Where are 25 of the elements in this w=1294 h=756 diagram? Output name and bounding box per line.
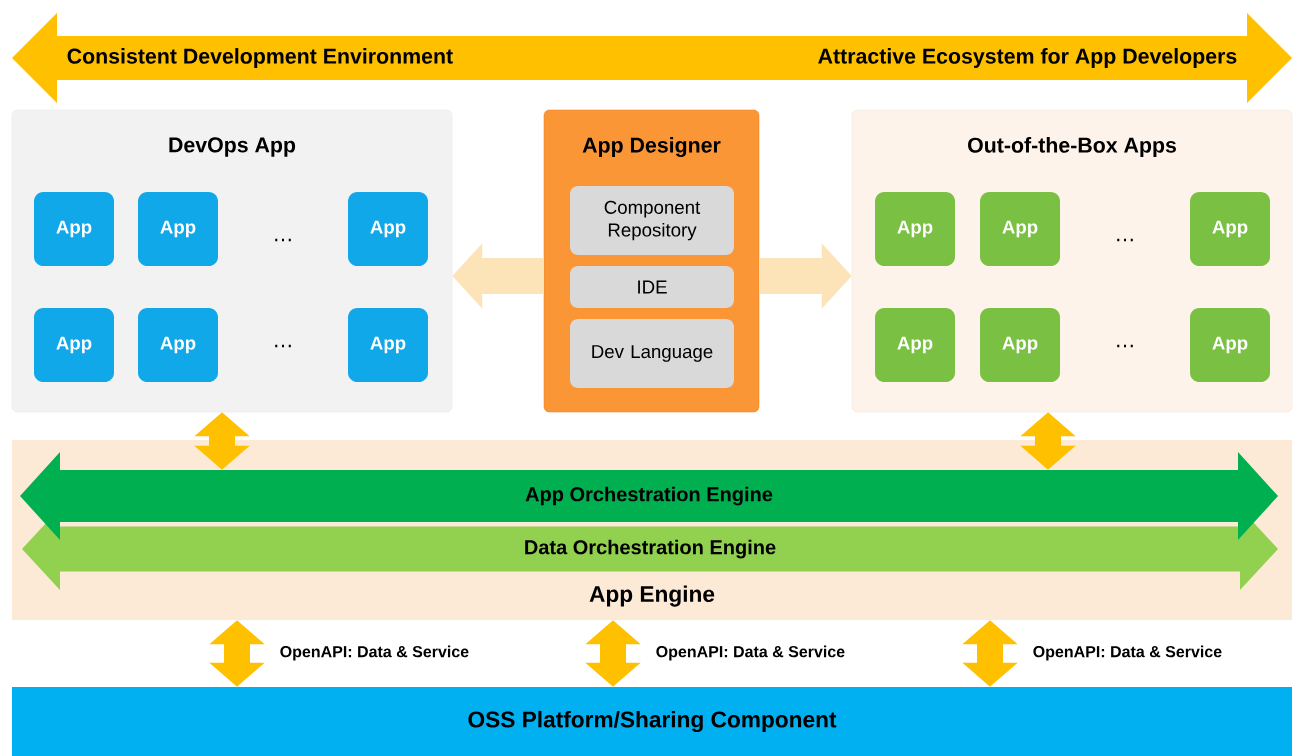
component-box: Component Repository xyxy=(570,186,734,255)
ellipsis: … xyxy=(1117,344,1133,348)
app-tile: App xyxy=(1190,308,1270,382)
app-tile: App xyxy=(34,192,114,266)
app-tile: App xyxy=(875,308,955,382)
app-tile: App xyxy=(980,192,1060,266)
ellipsis: … xyxy=(1117,238,1133,242)
app-tile: App xyxy=(34,308,114,382)
component-box: Dev Language xyxy=(570,319,734,388)
edge-label: OpenAPI: Data & Service xyxy=(280,645,469,661)
app-tile: App xyxy=(138,308,218,382)
app-tile: App xyxy=(875,192,955,266)
edge-label: OpenAPI: Data & Service xyxy=(656,645,845,661)
app-tile: App xyxy=(348,308,428,382)
edge-label: OpenAPI: Data & Service xyxy=(1033,645,1222,661)
double-arrow-band: App Orchestration Engine xyxy=(20,452,1278,540)
component-box: IDE xyxy=(570,266,734,308)
ellipsis: … xyxy=(275,344,291,348)
double-arrow-band: Consistent Development Environment Attractive Ecosystem for App Developers xyxy=(12,13,1292,103)
app-tile: App xyxy=(138,192,218,266)
ellipsis: … xyxy=(275,238,291,242)
app-tile: App xyxy=(1190,192,1270,266)
app-tile: App xyxy=(980,308,1060,382)
app-tile: App xyxy=(348,192,428,266)
platform-bar: OSS Platform/Sharing Component xyxy=(12,687,1292,756)
